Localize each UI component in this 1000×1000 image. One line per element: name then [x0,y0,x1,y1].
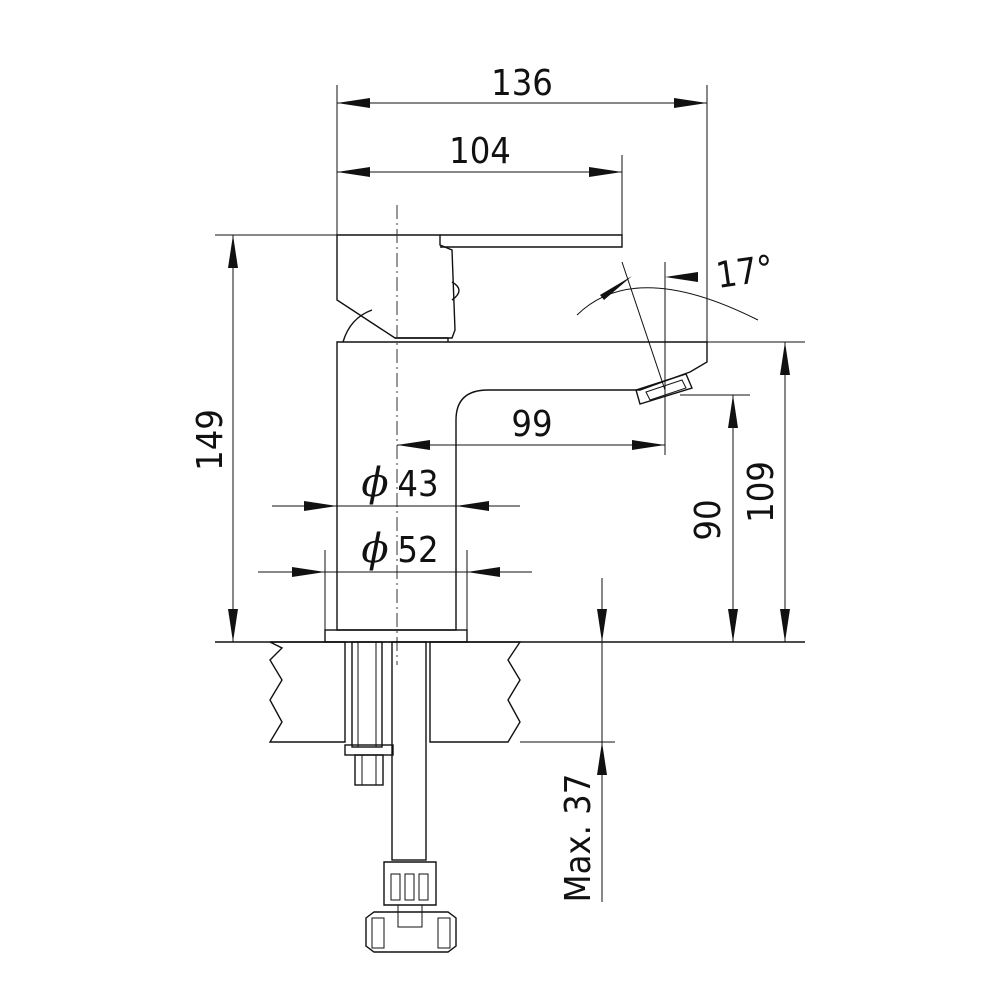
dim-spout-top-height: 109 [707,341,805,642]
mounting-hardware [344,641,457,953]
dim-overall-width: 136 [336,63,708,342]
threaded-stud [351,641,383,748]
dim-149-label: 149 [190,409,231,471]
handle-knob [451,281,460,301]
dim-52-label: 52 [397,530,438,571]
dim-body-diameter: ϕ 43 [272,460,520,511]
hose-ferrule [383,861,437,906]
dim-17-label: 17° [714,248,777,297]
braided-hose [391,641,427,861]
countertop [215,641,805,743]
dim-90-label: 90 [688,499,729,540]
dim-99-label: 99 [511,404,552,445]
dim-base-diameter: ϕ 52 [258,526,532,630]
dim-104-label: 104 [449,131,511,172]
faucet-body [324,234,708,643]
dim-tilt-angle: 17° [576,248,777,455]
aerator-inner [645,379,687,401]
dim-spout-height: 90 [680,394,750,642]
aerator [635,373,693,405]
countertop-section-left [268,641,346,743]
dim-43-label: 43 [397,464,438,505]
connector-nut [365,911,457,953]
dim-lever-length: 104 [337,131,623,235]
dim-max37-label: Max. 37 [558,774,599,903]
handle-block [336,234,456,339]
body-spout [336,341,708,631]
dim-109-label: 109 [741,461,782,523]
lever [440,234,623,248]
dim-spout-reach: 99 [397,404,665,450]
countertop-section-right [429,641,522,743]
phi-symbol-52: ϕ [361,526,388,572]
dim-total-height: 149 [190,234,337,642]
dim-max-countertop: Max. 37 [558,578,607,902]
phi-symbol-43: ϕ [361,460,388,506]
nut [354,754,384,786]
collar-line [395,337,449,342]
collar-arc [342,309,373,343]
base-plate [324,629,468,643]
dim-136-label: 136 [491,63,553,104]
